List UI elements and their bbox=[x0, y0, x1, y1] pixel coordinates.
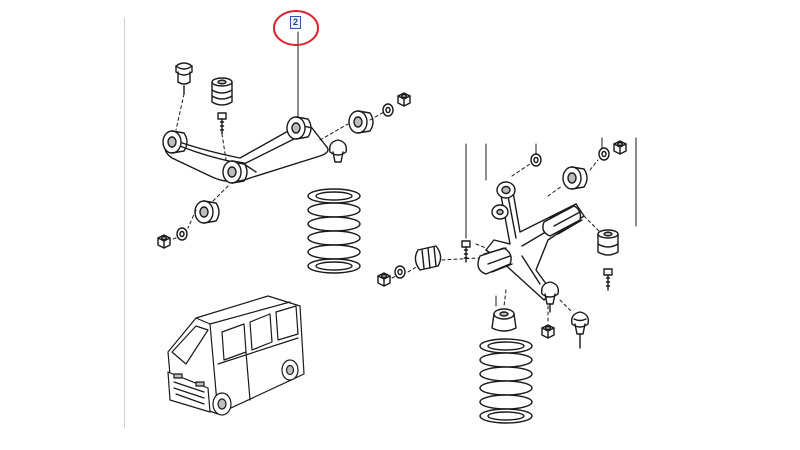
bottom-ball-joint bbox=[570, 311, 590, 349]
lower-arm-body bbox=[485, 185, 585, 301]
top-mount-2 bbox=[211, 77, 233, 106]
callout-highlight-circle bbox=[273, 10, 319, 46]
right-mount bbox=[597, 229, 619, 256]
van-illustration bbox=[167, 295, 305, 416]
upper-control-arm-assembly bbox=[157, 31, 411, 274]
lower-control-arm-assembly bbox=[377, 137, 637, 424]
upper-arm-body bbox=[164, 125, 329, 183]
top-mount-1 bbox=[175, 62, 193, 95]
callout-number-label[interactable]: 2 bbox=[290, 16, 301, 29]
page-margin-rule bbox=[124, 18, 125, 428]
